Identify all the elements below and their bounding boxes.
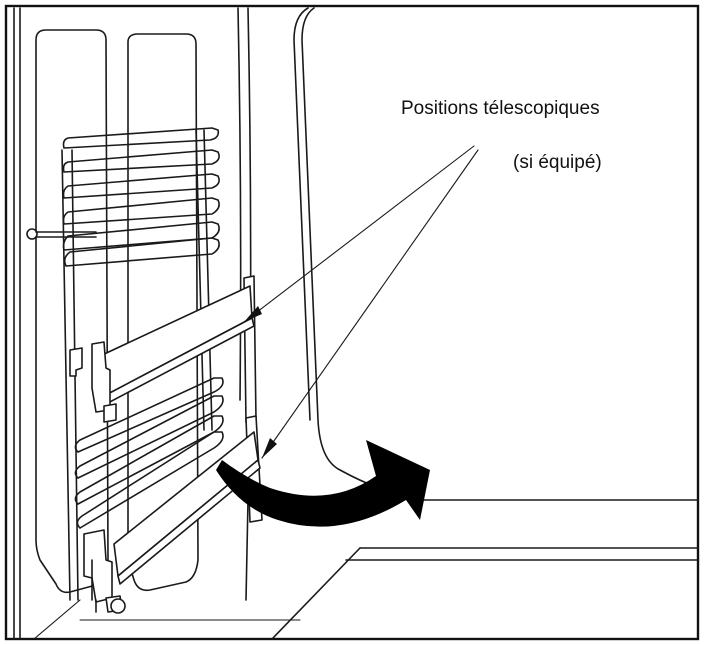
figure-frame: [4, 4, 700, 641]
if-equipped-label: (si équipé): [513, 152, 602, 173]
pointer-arrows: [243, 145, 479, 459]
pull-out-direction-arrow: [216, 440, 430, 527]
oven-door: [33, 7, 699, 640]
pointer-arrowhead-lower: [262, 438, 277, 458]
pointer-arrowhead-upper: [244, 306, 262, 322]
telescopic-positions-label: Positions télescopiques: [401, 98, 600, 119]
lower-wire-rack: [74, 377, 224, 529]
telescopic-rail-upper: [69, 275, 257, 423]
telescopic-rail-lower: [83, 415, 263, 614]
